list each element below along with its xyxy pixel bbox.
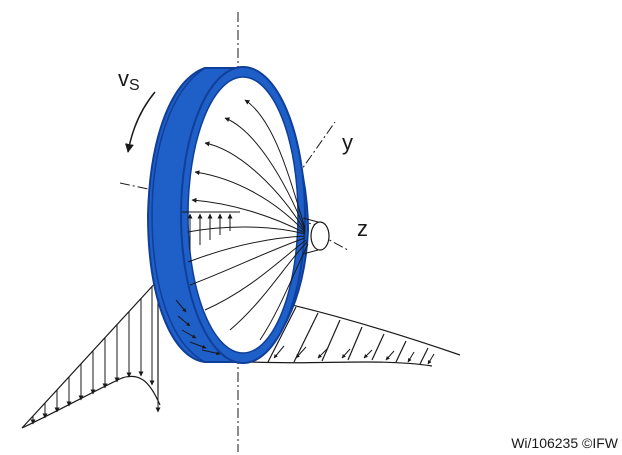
radial-velocity-arrows xyxy=(182,211,240,250)
grinding-wheel xyxy=(146,66,330,364)
pressure-arrows-right xyxy=(249,344,435,365)
axis-z-label: z xyxy=(357,216,368,241)
axis-y-label: y xyxy=(342,130,353,155)
wheel-hub xyxy=(310,221,330,251)
hub-bottom-line xyxy=(302,249,319,255)
wheel-rim-edge xyxy=(151,67,206,363)
flow-streamlines xyxy=(187,99,309,341)
wheel-inner-opening xyxy=(187,76,299,354)
rotation-arrow xyxy=(125,91,156,153)
hub-top-line xyxy=(302,217,319,223)
contact-zone-arrows xyxy=(175,299,221,356)
velocity-label: vS xyxy=(118,66,140,94)
credit-label: Wi/106235 ©IFW xyxy=(511,435,619,451)
pressure-arrows-left xyxy=(30,287,161,425)
pressure-distribution-left xyxy=(21,278,161,429)
